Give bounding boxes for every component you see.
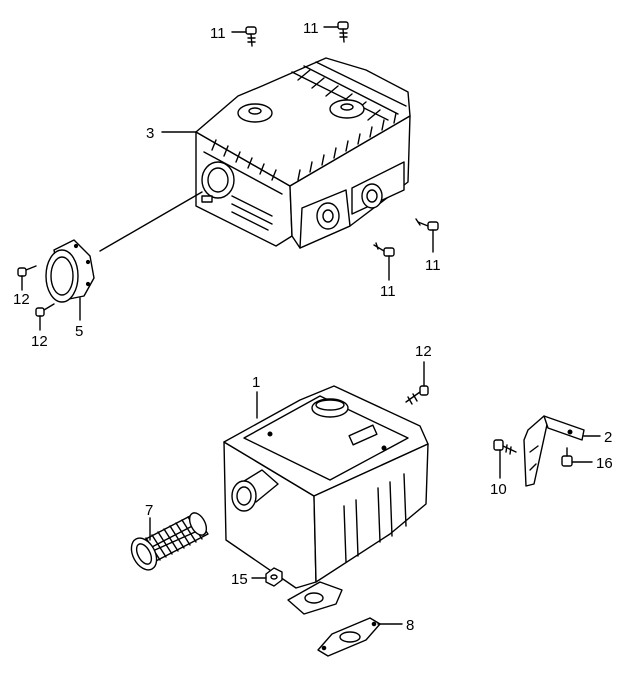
bolt-10 xyxy=(493,439,517,455)
muffler-stay-bracket xyxy=(523,415,585,487)
bolt-12-muffler xyxy=(405,385,429,405)
muffler-gasket xyxy=(317,617,381,657)
leader-5-to-protector xyxy=(99,191,203,252)
callout-11-side-right: 11 xyxy=(425,257,441,274)
muffler-protector xyxy=(195,57,411,249)
muffler xyxy=(223,385,429,615)
callout-10: 10 xyxy=(490,481,507,498)
callout-11-side-left: 11 xyxy=(380,283,396,300)
callout-7: 7 xyxy=(145,502,153,519)
bolt-16 xyxy=(561,447,573,467)
callout-12-upper: 12 xyxy=(13,291,30,308)
callout-11-top-right: 11 xyxy=(303,20,319,37)
callout-15: 15 xyxy=(231,571,248,588)
callout-5: 5 xyxy=(75,323,83,340)
callout-1: 1 xyxy=(252,374,260,391)
callout-11-top-left: 11 xyxy=(210,25,226,42)
nut-15 xyxy=(265,567,283,587)
spark-arrester xyxy=(130,512,209,571)
bolt-12-upper xyxy=(17,265,37,277)
callout-8: 8 xyxy=(406,617,414,634)
exhaust-pipe-cap xyxy=(45,239,95,303)
bolt-11-top-left xyxy=(245,26,257,47)
bolt-11-side-left xyxy=(373,242,395,257)
callout-12-muffler: 12 xyxy=(415,343,432,360)
callout-3: 3 xyxy=(146,125,154,142)
bolt-11-side-right xyxy=(415,218,439,231)
callout-2: 2 xyxy=(604,429,612,446)
bolt-12-lower xyxy=(35,303,55,317)
callout-16: 16 xyxy=(596,455,613,472)
callout-12-lower: 12 xyxy=(31,333,48,350)
bolt-11-top-right xyxy=(337,21,349,43)
